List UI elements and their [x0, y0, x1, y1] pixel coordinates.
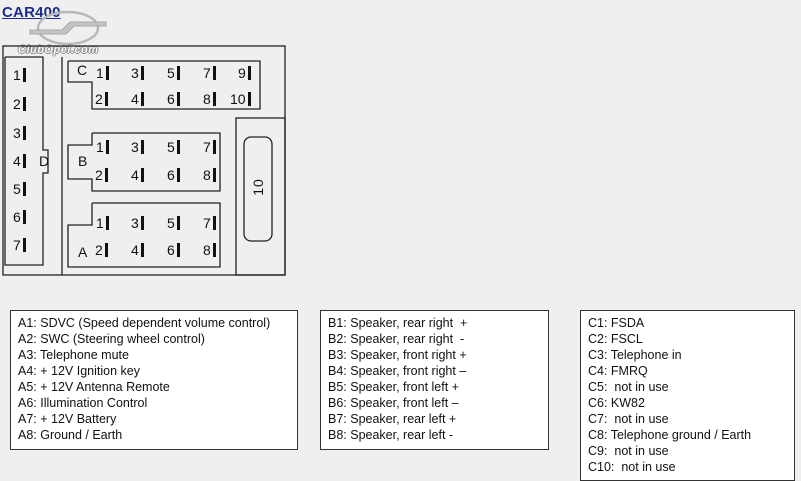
legend-item: B3: Speaker, front right +: [328, 348, 467, 362]
legend-item: A8: Ground / Earth: [18, 428, 123, 442]
connector-outline: [2, 45, 286, 276]
pin-a4: 4: [131, 242, 144, 258]
legend-item: A1: SDVC (Speed dependent volume control…: [18, 316, 271, 330]
pin-b6: 6: [167, 167, 180, 183]
pin-a6: 6: [167, 242, 180, 258]
pin-c10: 10: [230, 91, 251, 107]
connector-d-label: D: [39, 153, 50, 169]
pin-d3: 3: [13, 125, 26, 141]
pin-c5: 5: [167, 65, 180, 81]
legend-connector-c: C1: FSDA C2: FSCL C3: Telephone in C4: F…: [580, 310, 795, 481]
legend-item: B6: Speaker, front left –: [328, 396, 459, 410]
legend-item: C7: not in use: [588, 412, 669, 426]
legend-item: C2: FSCL: [588, 332, 643, 346]
legend-item: B2: Speaker, rear right -: [328, 332, 465, 346]
legend-item: C10: not in use: [588, 460, 676, 474]
legend-item: C9: not in use: [588, 444, 669, 458]
pin-d4: 4: [13, 153, 26, 169]
legend-item: A4: + 12V Ignition key: [18, 364, 140, 378]
pin-a8: 8: [203, 242, 216, 258]
pin-a2: 2: [95, 242, 108, 258]
pin-c1: 1: [96, 65, 109, 81]
pin-d5: 5: [13, 181, 26, 197]
legend-item: B7: Speaker, rear left +: [328, 412, 457, 426]
pin-b1: 1: [96, 139, 109, 155]
logo-text: ClubOpel.com: [18, 44, 99, 56]
legend-item: B5: Speaker, front left +: [328, 380, 459, 394]
pin-b2: 2: [95, 167, 108, 183]
pin-b3: 3: [131, 139, 144, 155]
pin-a3: 3: [131, 215, 144, 231]
legend-connector-a: A1: SDVC (Speed dependent volume control…: [10, 310, 298, 450]
pin-b7: 7: [203, 139, 216, 155]
pin-d2: 2: [13, 96, 26, 112]
legend-item: B4: Speaker, front right –: [328, 364, 467, 378]
pin-c6: 6: [167, 91, 180, 107]
legend-item: A5: + 12V Antenna Remote: [18, 380, 170, 394]
legend-item: A3: Telephone mute: [18, 348, 129, 362]
pin-c3: 3: [131, 65, 144, 81]
legend-item: C4: FMRQ: [588, 364, 648, 378]
pin-d6: 6: [13, 209, 26, 225]
pin-c4: 4: [131, 91, 144, 107]
pin-d7: 7: [13, 237, 26, 253]
pin-c8: 8: [203, 91, 216, 107]
connector-diagram: 1 2 3 4 5 6 7 D C 1 3 5 7 9 2 4 6 8 10 B…: [0, 45, 290, 277]
legend-item: A2: SWC (Steering wheel control): [18, 332, 205, 346]
pin-c7: 7: [203, 65, 216, 81]
fuse-outline: [243, 136, 273, 242]
pin-b5: 5: [167, 139, 180, 155]
fuse-label: 10: [250, 178, 266, 196]
legend-item: C3: Telephone in: [588, 348, 682, 362]
connector-c-label: C: [77, 62, 88, 78]
legend-item: C6: KW82: [588, 396, 645, 410]
pin-b4: 4: [131, 167, 144, 183]
pin-a5: 5: [167, 215, 180, 231]
fuse-area: [235, 117, 286, 276]
connector-a-outline: [67, 202, 221, 268]
connector-c-outline: [67, 60, 261, 110]
pin-c9: 9: [238, 65, 251, 81]
legend-item: A7: + 12V Battery: [18, 412, 117, 426]
pin-a1: 1: [96, 215, 109, 231]
opel-blitz-logo: [29, 10, 107, 46]
legend-connector-b: B1: Speaker, rear right + B2: Speaker, r…: [320, 310, 549, 450]
legend-item: A6: Illumination Control: [18, 396, 148, 410]
connector-b-outline: [67, 132, 221, 192]
legend-item: C5: not in use: [588, 380, 669, 394]
pin-d1: 1: [13, 67, 26, 83]
connector-b-label: B: [78, 153, 88, 169]
legend-item: B1: Speaker, rear right +: [328, 316, 468, 330]
connector-a-label: A: [78, 244, 88, 260]
pin-b8: 8: [203, 167, 216, 183]
legend-item: C1: FSDA: [588, 316, 645, 330]
pin-a7: 7: [203, 215, 216, 231]
legend-item: C8: Telephone ground / Earth: [588, 428, 752, 442]
pin-c2: 2: [95, 91, 108, 107]
connector-d-outline: [4, 56, 49, 266]
legend-item: B8: Speaker, rear left -: [328, 428, 454, 442]
